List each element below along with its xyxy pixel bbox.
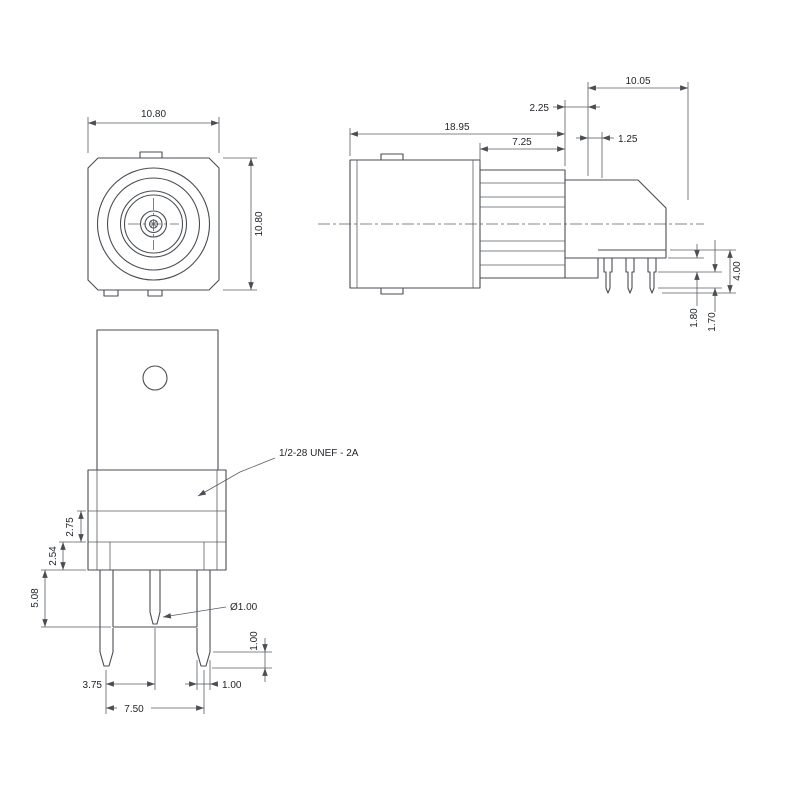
left-leg	[99, 570, 114, 667]
dim-leg-height: 4.00	[732, 261, 743, 281]
dim-step: 1.25	[618, 134, 638, 145]
bottom-body	[96, 329, 219, 471]
side-bayonet-lugs	[380, 153, 404, 295]
dim-leg-length: 5.08	[30, 588, 41, 608]
front-top-tab	[139, 151, 163, 158]
dim-pin-a: 1.80	[689, 308, 700, 328]
side-barrel	[349, 159, 481, 289]
dim-band: 2.54	[48, 546, 59, 566]
side-barrel-details	[356, 160, 474, 288]
dim-pin-offset: 3.75	[83, 680, 103, 691]
side-flange-details	[480, 182, 565, 266]
front-center-marks	[128, 198, 179, 250]
right-leg	[196, 570, 211, 667]
dim-body-length: 7.25	[512, 137, 532, 148]
dim-pin-b: 1.70	[707, 312, 718, 332]
side-bend-outline	[565, 179, 667, 279]
dim-overall-length: 18.95	[444, 122, 469, 133]
dim-tip-length: 1.00	[249, 631, 260, 651]
connector-face-circles	[96, 167, 211, 281]
pin-diameter-callout: Ø1.00	[230, 602, 258, 613]
bottom-flange	[87, 469, 227, 571]
front-body-outline	[87, 157, 220, 291]
dim-front-height: 10.80	[254, 211, 265, 236]
dim-groove: 2.75	[65, 517, 76, 537]
bottom-view: 2.75 2.54 5.08 3.75 7.50 1.00 1.00 Ø1.00	[30, 329, 359, 715]
center-pin	[149, 570, 161, 625]
bottom-hole	[142, 365, 168, 391]
dim-rear-offset: 2.25	[530, 103, 550, 114]
front-bottom-tabs	[103, 290, 163, 297]
dim-leg-width: 1.00	[222, 680, 242, 691]
side-view: 18.95 7.25 2.25 10.05 1.25 4.00 1.80 1.7…	[318, 76, 743, 332]
side-pins	[603, 258, 657, 294]
dim-front-width: 10.80	[141, 109, 166, 120]
front-view: 10.80 10.80	[87, 109, 265, 297]
thread-callout: 1/2-28 UNEF - 2A	[279, 448, 359, 459]
bottom-flange-details	[88, 470, 226, 570]
bottom-mid-body	[112, 570, 198, 628]
dim-leg-spacing: 7.50	[124, 704, 144, 715]
side-flange	[480, 169, 566, 279]
dim-leg-run: 10.05	[625, 76, 650, 87]
